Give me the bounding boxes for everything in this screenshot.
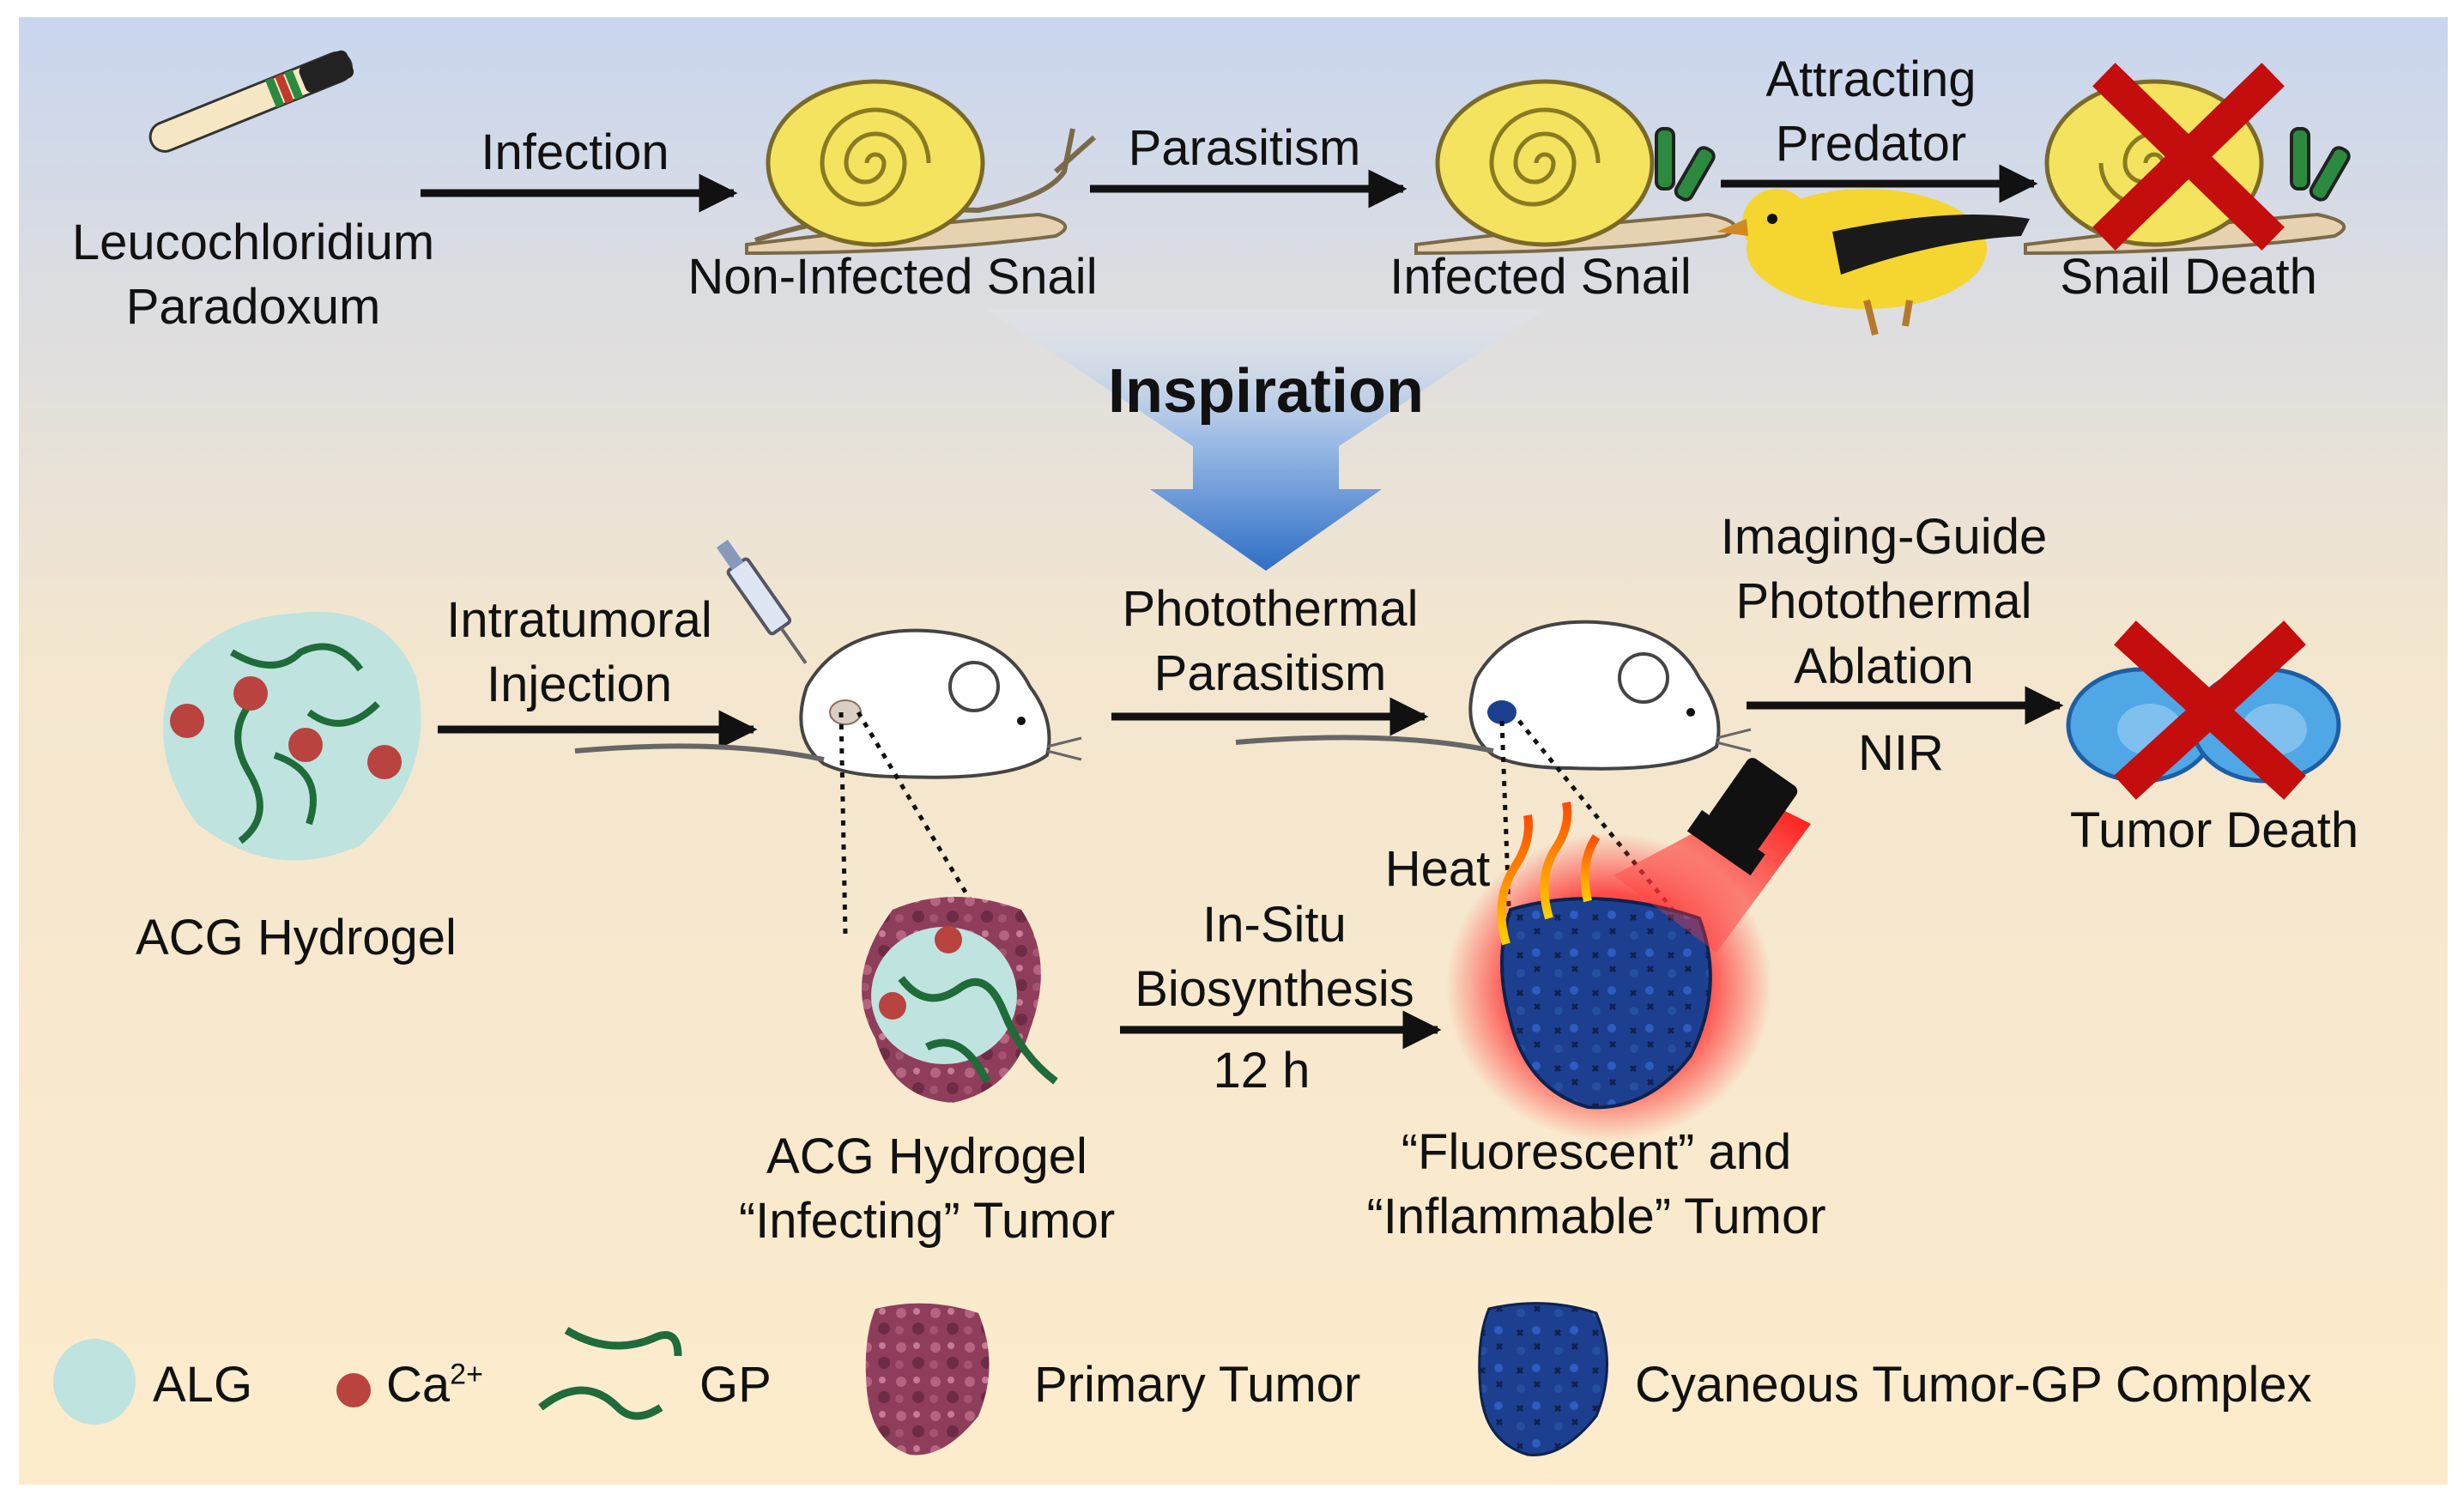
infection-label: Infection [481,124,669,180]
mouse-icon [574,628,1082,779]
tumor-death-label: Tumor Death [2069,802,2359,858]
laser-icon [1613,758,1811,953]
heat-label: Heat [1384,841,1491,897]
legend-primary-tumor-icon [865,1303,990,1456]
legend-complex-icon [1478,1302,1608,1456]
cross-icon [2092,63,2285,251]
parasitism-label: Parasitism [1128,120,1361,176]
biosynthesis-time: 12 h [1213,1043,1311,1099]
infected-tumor-icon [862,897,1058,1103]
nir-label: NIR [1858,725,1944,781]
hydrogel-icon [163,611,421,861]
snail-death-label: Snail Death [2060,249,2317,305]
snail-icon [1414,79,1737,256]
syringe-icon [716,539,808,664]
snail-icon [745,79,1096,256]
hydrogel-label: ACG Hydrogel [136,910,457,965]
bird-icon [1716,189,2030,336]
mouse-icon [1235,620,1752,771]
result-tumor-label: “Fluorescent” and “Inflammable” Tumor [1366,1124,1826,1245]
infected-tumor-label: ACG Hydrogel “Infecting” Tumor [738,1129,1116,1250]
photothermal-parasitism-label: Photothermal Parasitism [1122,581,1419,702]
cross-icon [2114,620,2306,800]
background-panel [19,17,2448,1485]
legend-ca-label: Ca2+ [386,1357,483,1413]
legend-complex-label: Cyaneous Tumor-GP Complex [1635,1357,2312,1413]
legend-gp-label: GP [699,1357,772,1413]
legend-ca-icon [336,1373,371,1407]
ablation-label: Imaging-Guide Photothermal Ablation [1720,509,2048,694]
infected-snail-label: Infected Snail [1389,249,1692,305]
legend-primary-tumor-label: Primary Tumor [1034,1357,1361,1413]
parasite-label: Leucochloridium Paradoxum [71,215,435,336]
legend-gp-icon [538,1327,682,1420]
predator-label: Attracting Predator [1765,51,1977,172]
inspiration-arrow-icon [987,309,1545,571]
non-infected-snail-label: Non-Infected Snail [687,249,1098,305]
biosynthesis-label: In-Situ Biosynthesis [1135,897,1414,1018]
legend-alg-icon [53,1339,136,1425]
inspiration-label: Inspiration [1107,357,1424,426]
legend-alg-label: ALG [153,1357,253,1413]
heat-icon [1497,802,1601,946]
injection-label: Intratumoral Injection [446,592,712,713]
parasite-icon [148,50,354,153]
